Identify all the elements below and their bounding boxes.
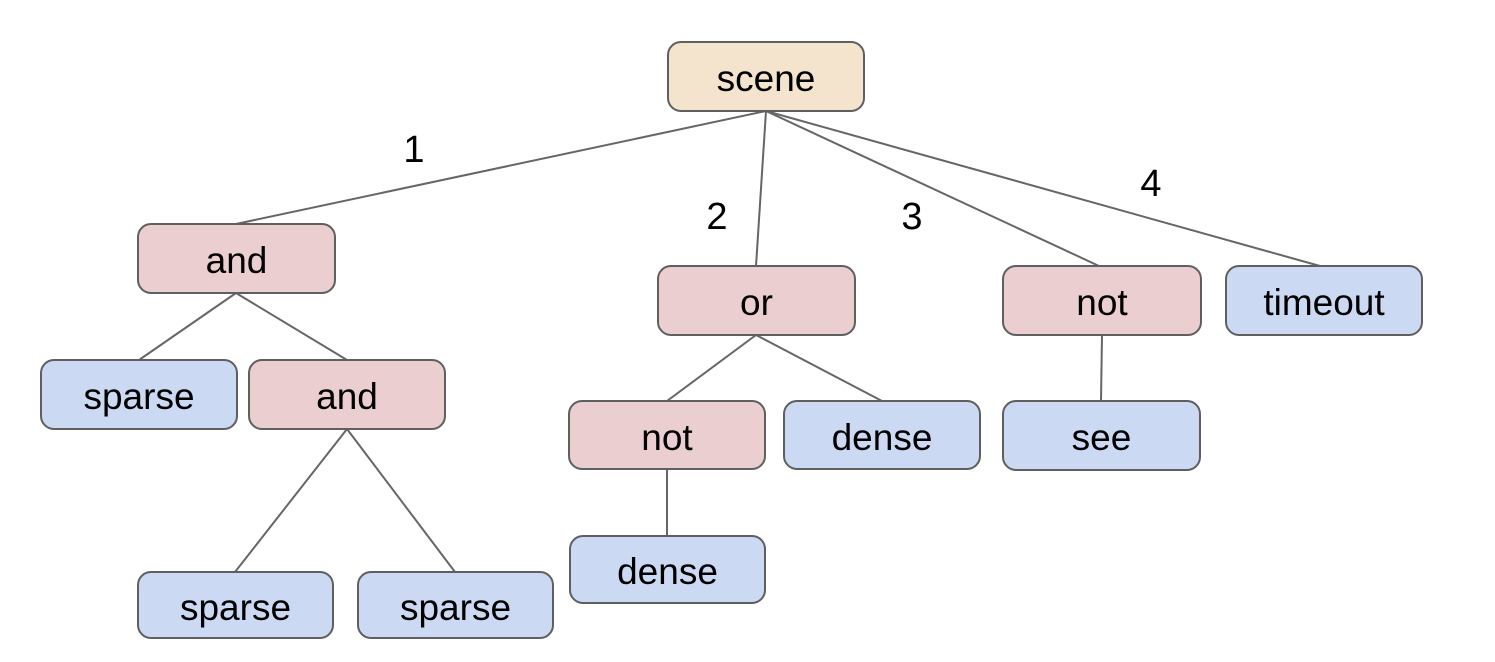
svg-text:4: 4	[1140, 163, 1161, 205]
svg-text:2: 2	[706, 196, 727, 238]
svg-text:3: 3	[901, 196, 922, 238]
svg-text:sparse: sparse	[83, 376, 194, 417]
svg-text:scene: scene	[717, 58, 816, 99]
svg-text:1: 1	[403, 129, 424, 171]
svg-text:and: and	[316, 376, 378, 417]
svg-text:not: not	[641, 417, 693, 458]
svg-text:sparse: sparse	[180, 587, 291, 628]
svg-text:see: see	[1072, 417, 1132, 458]
svg-text:or: or	[740, 282, 773, 323]
svg-text:dense: dense	[832, 417, 933, 458]
svg-text:timeout: timeout	[1263, 282, 1385, 323]
svg-text:sparse: sparse	[400, 587, 511, 628]
svg-text:not: not	[1076, 282, 1128, 323]
svg-text:dense: dense	[617, 551, 718, 592]
svg-text:and: and	[206, 240, 268, 281]
